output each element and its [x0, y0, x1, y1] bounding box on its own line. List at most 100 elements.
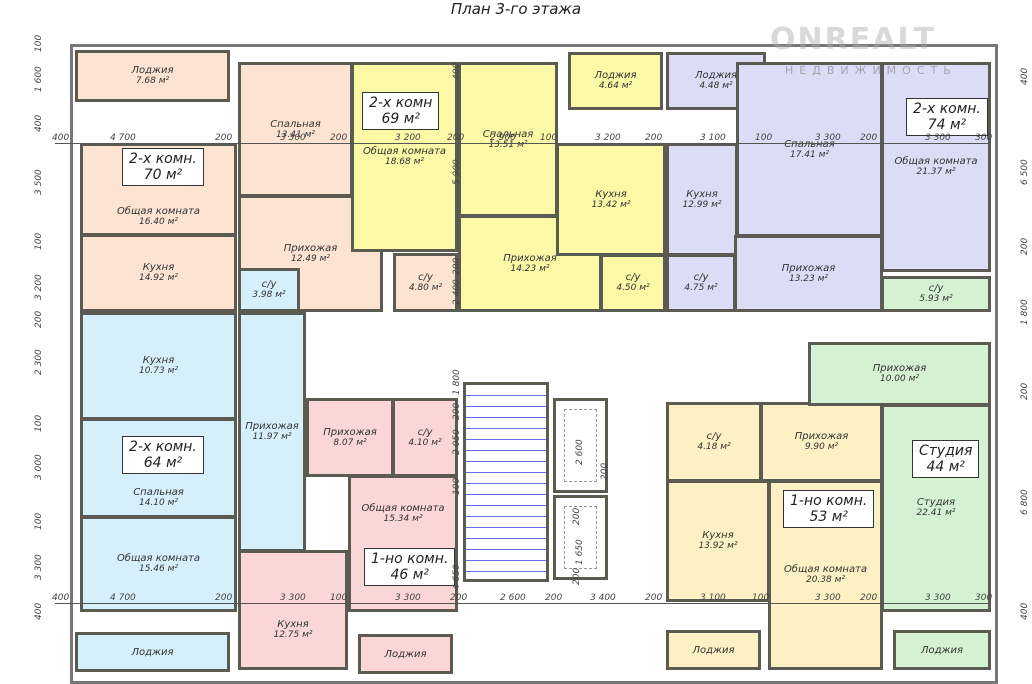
- elevator-shaft: [553, 398, 608, 493]
- watermark-subtitle: НЕДВИЖИМОСТЬ: [785, 64, 957, 77]
- room-name: Общая комната: [116, 206, 201, 217]
- dimension-label: 3 100: [700, 593, 726, 603]
- staircase: [463, 382, 549, 582]
- room-area: 16.40 м²: [138, 217, 179, 227]
- apartment-label: 2-х комн.70 м²: [122, 148, 204, 186]
- dimension-label: 4 700: [110, 593, 136, 603]
- dimension-label: 1 800: [1020, 299, 1030, 325]
- room-name: Лоджия: [694, 70, 738, 81]
- room-name: Кухня: [702, 530, 734, 541]
- room-name: Кухня: [142, 355, 175, 366]
- dimension-label: 6 500: [1020, 159, 1030, 185]
- room-area: 10.73 м²: [138, 366, 179, 376]
- room-area: 13.41 м²: [275, 129, 316, 140]
- room-area: 7.68 м²: [135, 76, 170, 86]
- dimension-label: 3 300: [925, 593, 951, 603]
- room-name: с/у: [693, 272, 709, 283]
- dimension-label: 200: [450, 593, 468, 603]
- dimension-label: 4 700: [110, 133, 136, 143]
- dimension-label: 400: [52, 133, 70, 143]
- dimension-label: 1 800: [452, 369, 462, 395]
- apartment-type: 1-но комн.: [790, 493, 868, 509]
- dimension-label: 3 200: [34, 274, 44, 300]
- dimension-label: 200: [330, 133, 348, 143]
- dimension-label: 400: [1020, 602, 1030, 620]
- dimension-label: 1 650: [575, 539, 585, 565]
- apartment-area: 64 м²: [143, 455, 183, 471]
- room-name: с/у: [928, 283, 944, 294]
- dimension-label: 300: [975, 593, 993, 603]
- room-name: Лоджия: [692, 644, 735, 656]
- dimension-label: 200: [215, 133, 233, 143]
- room-area: 15.46 м²: [138, 564, 179, 574]
- room-name: Кухня: [142, 262, 175, 273]
- room-area: 4.75 м²: [684, 283, 718, 293]
- room-name: Спальная: [784, 138, 835, 150]
- room-name: с/у: [418, 271, 433, 283]
- dimension-label: 400: [452, 62, 462, 80]
- room-name: Спальная: [133, 487, 184, 498]
- room-area: 11.97 м²: [252, 432, 292, 442]
- room-name: Прихожая: [245, 421, 299, 432]
- room-area: 4.64 м²: [598, 81, 633, 91]
- room-area: 5.93 м²: [919, 294, 953, 304]
- room-area: 17.41 м²: [789, 149, 830, 160]
- dimension-label: 200: [600, 462, 610, 480]
- room-area: 4.18 м²: [697, 442, 731, 452]
- watermark-logo: ONREALT: [770, 22, 937, 57]
- dimension-label: 200: [447, 133, 465, 143]
- apartment-area: 44 м²: [926, 459, 965, 475]
- dimension-label: 2 900: [490, 133, 516, 143]
- room-name: Лоджия: [920, 644, 964, 656]
- dimension-label: 200: [452, 402, 462, 420]
- dimension-label: 3 400: [590, 593, 616, 603]
- dimension-label: 200: [645, 133, 663, 143]
- room-name: Прихожая: [323, 426, 377, 438]
- apartment-type: 2-х комн.: [913, 101, 981, 117]
- apartment-type: 2-х комн.: [129, 151, 197, 167]
- dimension-label: 200: [1020, 237, 1030, 255]
- room-area: 10.00 м²: [879, 374, 920, 384]
- room-name: Прихожая: [872, 363, 927, 374]
- dimension-label: 3 300: [815, 133, 841, 143]
- room-area: 4.10 м²: [408, 437, 442, 448]
- room-name: с/у: [261, 279, 277, 290]
- room-area: 14.23 м²: [510, 263, 550, 274]
- dimension-label: 300: [975, 133, 993, 143]
- room-area: 14.10 м²: [138, 498, 179, 508]
- dimension-label: 3 300: [395, 593, 421, 603]
- dimension-label: 100: [752, 593, 770, 603]
- apartment-label: 1-но комн.46 м²: [364, 548, 456, 586]
- plan-title: План 3-го этажа: [450, 0, 582, 18]
- dimension-label: 3 300: [925, 133, 951, 143]
- dimension-label: 200: [860, 133, 878, 143]
- room: Лоджия: [893, 630, 991, 670]
- dimension-label: 400: [52, 593, 70, 603]
- dimension-label: 3 300: [280, 133, 306, 143]
- apartment-area: 74 м²: [927, 117, 967, 133]
- room-name: Кухня: [277, 619, 309, 630]
- dimension-label: 3 300: [280, 593, 306, 603]
- room-name: Спальная: [270, 118, 321, 130]
- room-name: Общая комната: [783, 564, 868, 575]
- dimension-label: 1 600: [34, 66, 44, 92]
- room-area: 12.99 м²: [682, 199, 722, 210]
- room-area: 4.80 м²: [408, 282, 443, 293]
- room-area: 12.49 м²: [290, 253, 331, 264]
- room-area: 8.07 м²: [333, 437, 367, 448]
